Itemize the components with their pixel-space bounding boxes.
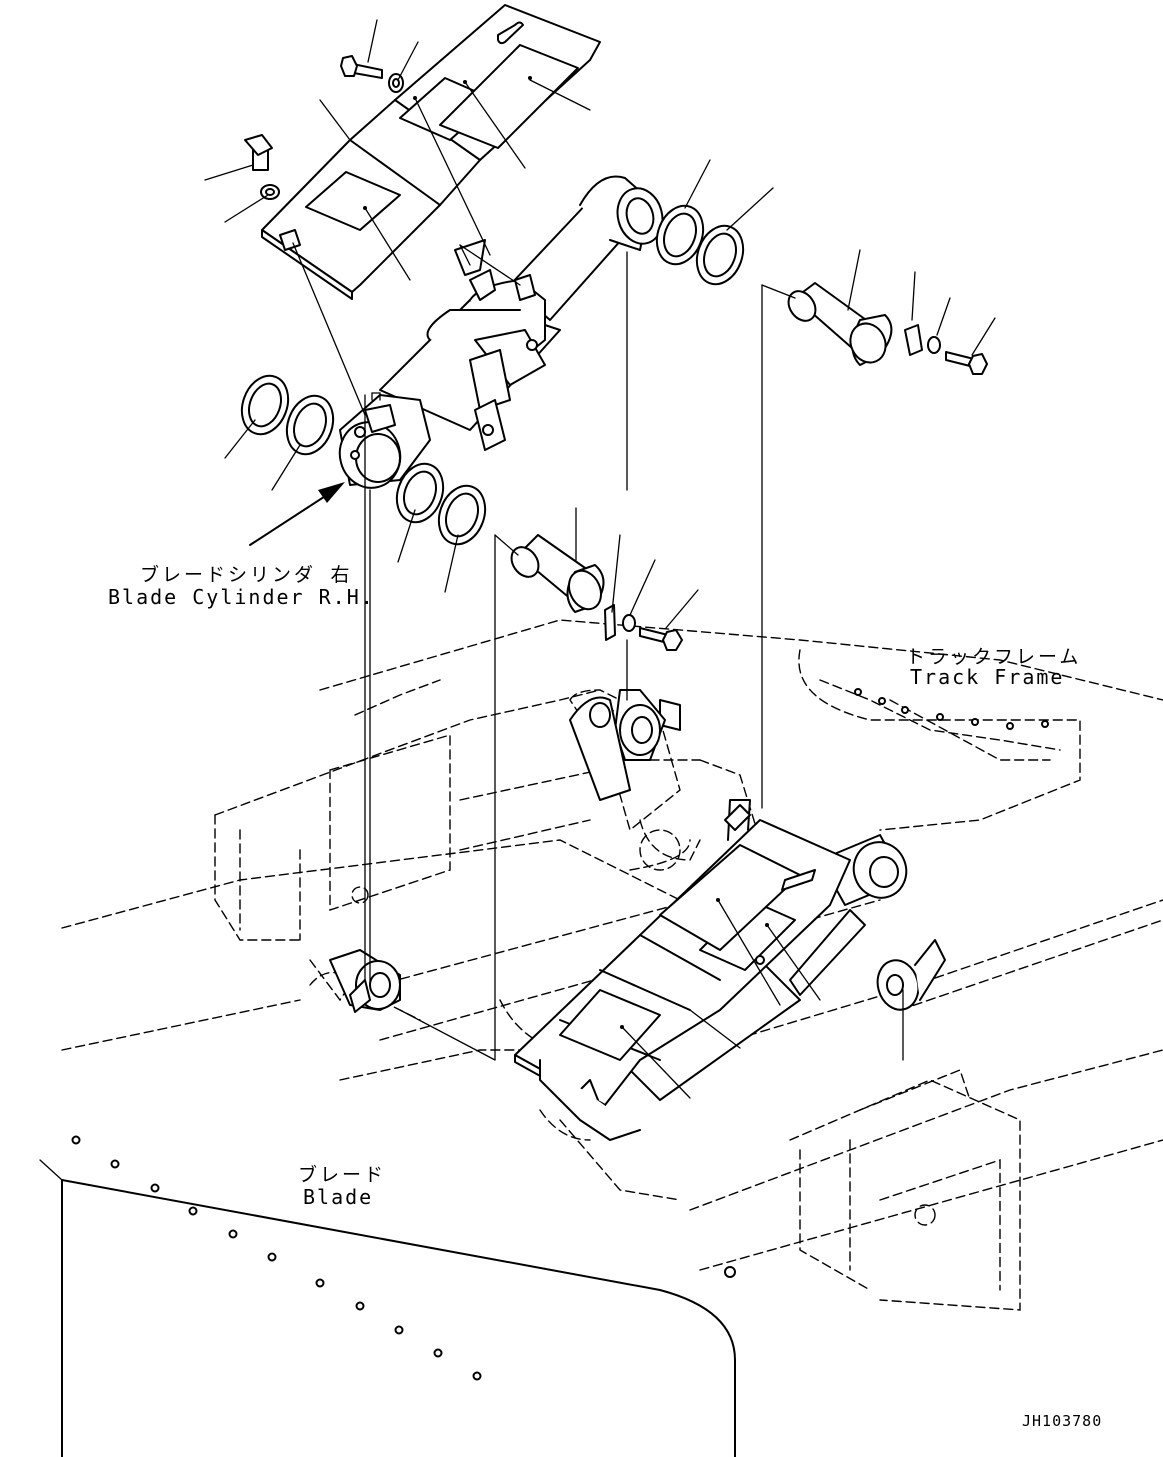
blade-bolt-hole	[396, 1327, 403, 1334]
track-frame-label-jp: トラックフレーム	[906, 646, 1082, 668]
installed-blade-cylinder	[330, 690, 945, 1140]
frame-hole	[1007, 723, 1013, 729]
cylinder-cover-exploded	[262, 5, 600, 299]
frame-hole	[855, 689, 861, 695]
blade-bolt-hole	[73, 1137, 80, 1144]
blade-cylinder-label-en: Blade Cylinder R.H.	[108, 585, 375, 609]
frame-hole	[937, 714, 943, 720]
frame-hole	[879, 698, 885, 704]
blade-label-jp: ブレード	[298, 1164, 387, 1186]
blade-bolt-hole	[474, 1373, 481, 1380]
blade-bolt-hole	[435, 1350, 442, 1357]
frame-hole	[902, 707, 908, 713]
blade-bolt-hole	[317, 1280, 324, 1287]
blade-label-en: Blade	[303, 1185, 374, 1209]
blade-bolt-hole	[357, 1303, 364, 1310]
blade-bolt-hole	[190, 1208, 197, 1215]
callout-arrow	[250, 482, 345, 545]
blade-bolt-hole	[269, 1254, 276, 1261]
leader-lines	[205, 20, 995, 1098]
drawing-id: JH103780	[1022, 1412, 1103, 1430]
blade-cylinder-label-jp: ブレードシリンダ 右	[140, 564, 353, 586]
frame-hole	[972, 719, 978, 725]
small-parts	[234, 56, 987, 650]
blade-bolt-hole	[230, 1231, 237, 1238]
track-frame	[215, 620, 1163, 1310]
track-frame-label-en: Track Frame	[910, 665, 1065, 689]
blade-bolt-hole	[112, 1161, 119, 1168]
blade-bolt-hole	[152, 1185, 159, 1192]
blade-bolt-hole	[725, 1267, 735, 1277]
blade-cylinder-exploded	[332, 177, 668, 495]
blade	[40, 840, 1163, 1457]
frame-hole	[1042, 721, 1048, 727]
